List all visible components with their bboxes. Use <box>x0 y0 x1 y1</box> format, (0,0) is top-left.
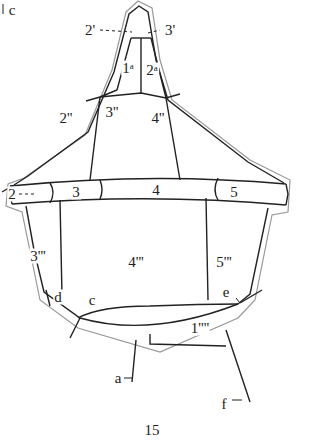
plate-label: 2' <box>84 23 96 38</box>
plate-label: 3'' <box>105 105 120 120</box>
plate-label: 3''' <box>29 249 47 264</box>
plate-label: 1ᵃ <box>121 61 135 76</box>
plate-label: 5''' <box>215 255 233 270</box>
plate-label: c <box>88 293 97 308</box>
plate-label: 3 <box>71 185 81 200</box>
plate-label: 4 <box>151 183 161 198</box>
figure-number: 15 <box>144 423 161 438</box>
plate-label: 4'' <box>151 111 166 126</box>
plate-label: 2'' <box>59 111 74 126</box>
plate-label: d <box>53 290 63 305</box>
plate-label: 2 <box>7 187 17 202</box>
plate-label: e <box>222 285 231 300</box>
plate-label: 3' <box>164 23 176 38</box>
plate-label: f <box>221 397 228 412</box>
plate-label: a <box>114 371 123 386</box>
plate-label: 2ᵃ <box>145 63 159 78</box>
plate-label: 5 <box>229 185 239 200</box>
plate-label: 4''' <box>127 255 145 270</box>
plate-label: c <box>8 2 17 17</box>
plate-label: 1'''' <box>190 321 210 336</box>
